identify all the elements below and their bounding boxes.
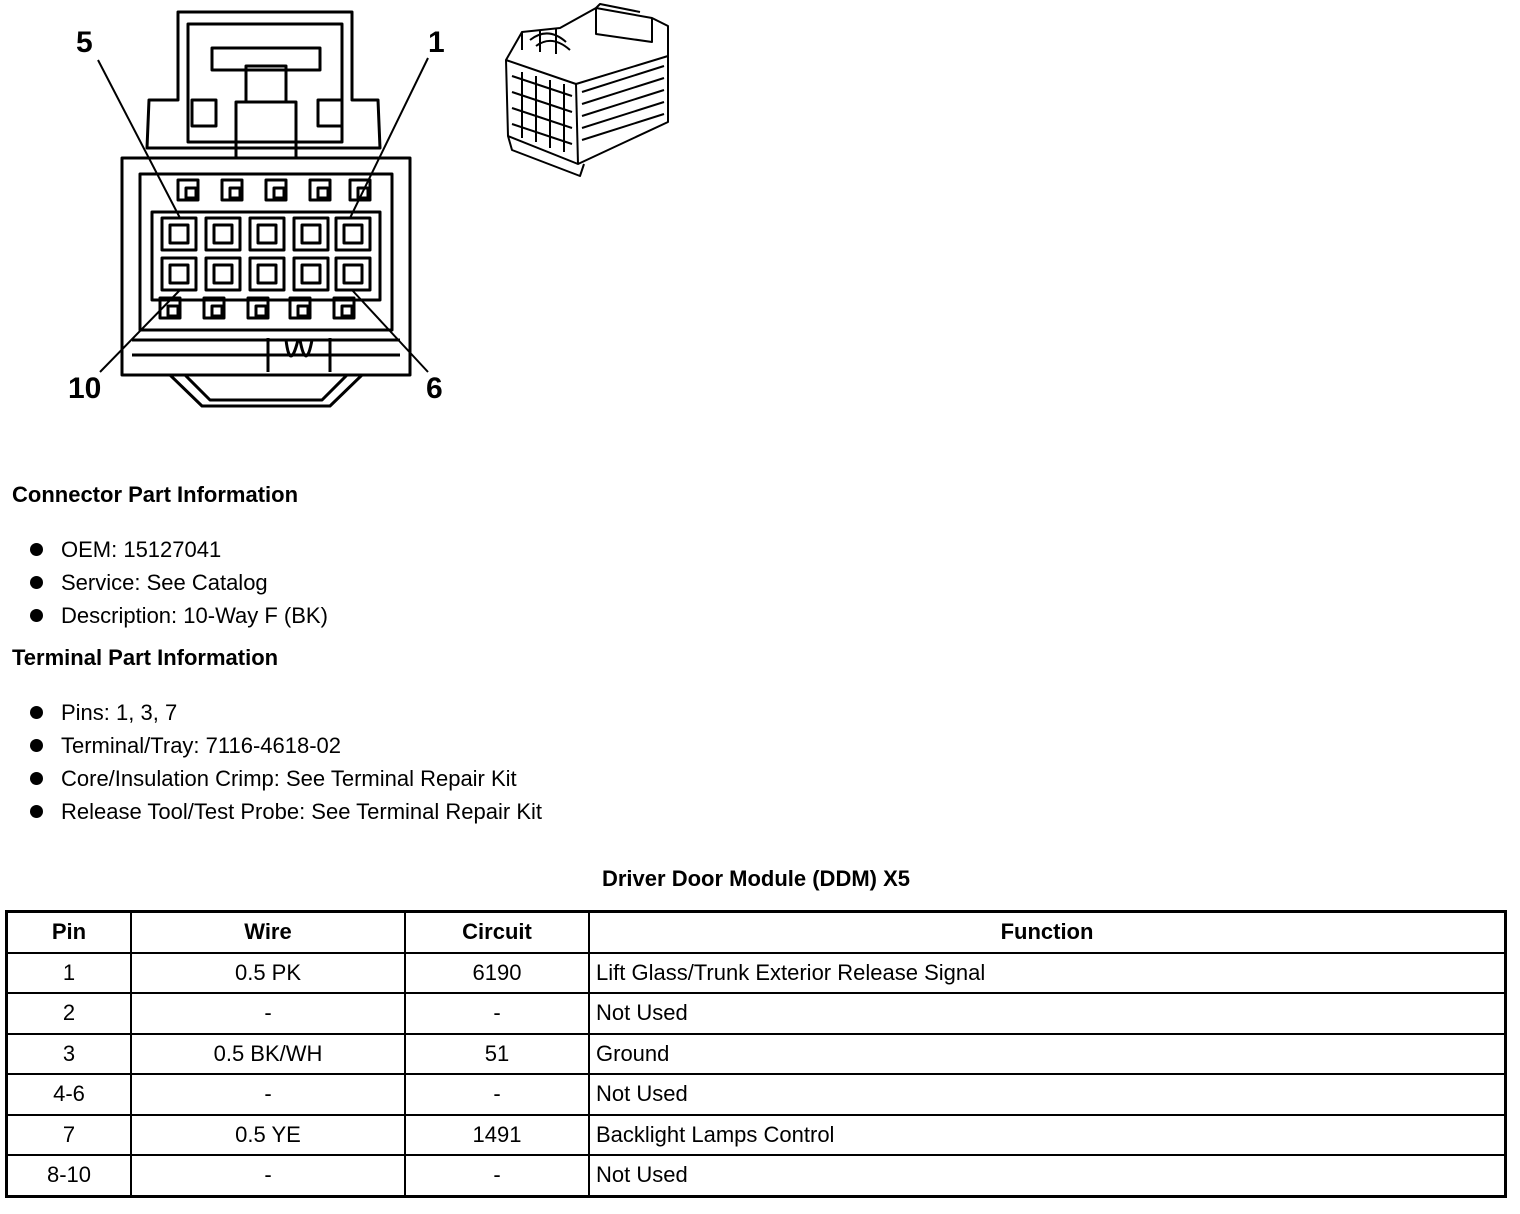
pin-label-6: 6 bbox=[426, 372, 443, 405]
bullet-icon bbox=[30, 739, 43, 752]
table-row: 3 0.5 BK/WH 51 Ground bbox=[5, 1032, 1507, 1075]
table-row: 4-6 - - Not Used bbox=[5, 1073, 1507, 1116]
table-row: 7 0.5 YE 1491 Backlight Lamps Control bbox=[5, 1113, 1507, 1156]
terminal-part-heading: Terminal Part Information bbox=[12, 645, 279, 670]
connector-housing bbox=[120, 156, 412, 408]
list-item: Core/Insulation Crimp: See Terminal Repa… bbox=[28, 762, 542, 795]
bullet-icon bbox=[30, 805, 43, 818]
cell-pin: 1 bbox=[5, 951, 132, 994]
cell-function: Not Used bbox=[588, 1154, 1507, 1197]
cell-wire: 0.5 YE bbox=[130, 1113, 406, 1156]
column-header-pin: Pin bbox=[5, 910, 132, 954]
cell-function: Not Used bbox=[588, 992, 1507, 1035]
column-header-wire: Wire bbox=[130, 910, 406, 954]
cell-pin: 4-6 bbox=[5, 1073, 132, 1116]
cell-circuit: 1491 bbox=[404, 1113, 590, 1156]
cell-function: Ground bbox=[588, 1032, 1507, 1075]
list-item: Service: See Catalog bbox=[28, 566, 328, 599]
bullet-icon bbox=[30, 772, 43, 785]
pin-leader-lines bbox=[97, 57, 429, 373]
table-row: 8-10 - - Not Used bbox=[5, 1154, 1507, 1197]
cell-pin: 3 bbox=[5, 1032, 132, 1075]
table-row: 2 - - Not Used bbox=[5, 992, 1507, 1035]
cell-circuit: - bbox=[404, 1073, 590, 1116]
cell-wire: - bbox=[130, 1073, 406, 1116]
connector-part-heading: Connector Part Information bbox=[12, 482, 299, 507]
list-item: OEM: 15127041 bbox=[28, 533, 328, 566]
pinout-table: Pin Wire Circuit Function 1 0.5 PK 6190 … bbox=[5, 910, 1507, 1198]
column-header-function: Function bbox=[588, 910, 1507, 954]
terminal-cavities-top-row bbox=[160, 216, 372, 252]
cell-pin: 2 bbox=[5, 992, 132, 1035]
list-item: Pins: 1, 3, 7 bbox=[28, 696, 542, 729]
list-item: Release Tool/Test Probe: See Terminal Re… bbox=[28, 795, 542, 828]
terminal-cavities-bottom-row bbox=[160, 256, 372, 292]
cell-pin: 7 bbox=[5, 1113, 132, 1156]
pin-label-10: 10 bbox=[68, 372, 101, 405]
connector-latch bbox=[145, 10, 382, 160]
cell-circuit: - bbox=[404, 992, 590, 1035]
cell-wire: 0.5 BK/WH bbox=[130, 1032, 406, 1075]
cell-circuit: 51 bbox=[404, 1032, 590, 1075]
pin-label-1: 1 bbox=[428, 26, 445, 59]
list-item: Terminal/Tray: 7116-4618-02 bbox=[28, 729, 542, 762]
cell-function: Lift Glass/Trunk Exterior Release Signal bbox=[588, 951, 1507, 994]
bullet-icon bbox=[30, 706, 43, 719]
pin-label-5: 5 bbox=[76, 26, 93, 59]
connector-part-list: OEM: 15127041 Service: See Catalog Descr… bbox=[28, 533, 328, 632]
connector-isometric-view bbox=[505, 3, 669, 177]
terminal-part-list: Pins: 1, 3, 7 Terminal/Tray: 7116-4618-0… bbox=[28, 696, 542, 828]
bullet-icon bbox=[30, 543, 43, 556]
table-row: 1 0.5 PK 6190 Lift Glass/Trunk Exterior … bbox=[5, 951, 1507, 994]
upper-latch-windows bbox=[176, 178, 372, 202]
cell-function: Backlight Lamps Control bbox=[588, 1113, 1507, 1156]
connector-diagram: 5 1 10 6 bbox=[68, 3, 669, 408]
bullet-icon bbox=[30, 576, 43, 589]
cell-circuit: - bbox=[404, 1154, 590, 1197]
cell-wire: - bbox=[130, 992, 406, 1035]
cell-pin: 8-10 bbox=[5, 1154, 132, 1197]
cell-function: Not Used bbox=[588, 1073, 1507, 1116]
bullet-icon bbox=[30, 609, 43, 622]
table-title: Driver Door Module (DDM) X5 bbox=[601, 866, 911, 891]
column-header-circuit: Circuit bbox=[404, 910, 590, 954]
cell-circuit: 6190 bbox=[404, 951, 590, 994]
table-header-row: Pin Wire Circuit Function bbox=[5, 910, 1507, 954]
cell-wire: 0.5 PK bbox=[130, 951, 406, 994]
cell-wire: - bbox=[130, 1154, 406, 1197]
list-item: Description: 10-Way F (BK) bbox=[28, 599, 328, 632]
lower-latch-windows bbox=[158, 296, 356, 320]
